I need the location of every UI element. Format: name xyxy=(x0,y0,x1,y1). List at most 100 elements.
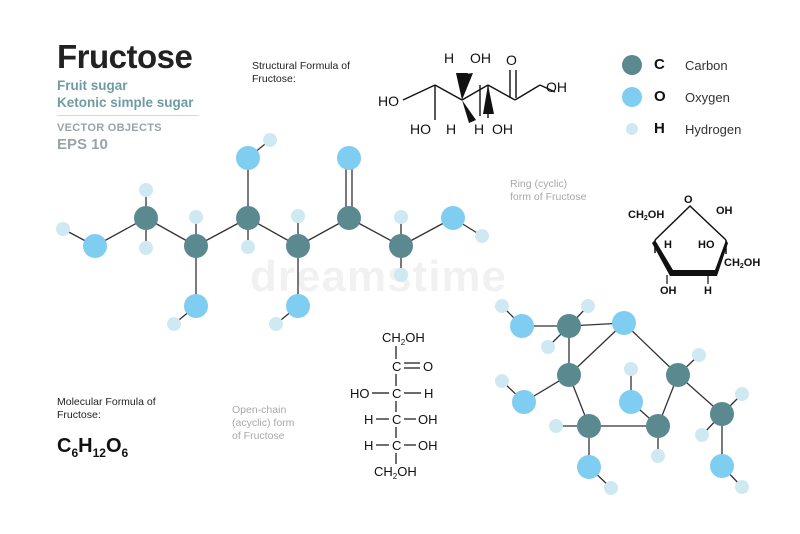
hydrogen-atom xyxy=(692,348,706,362)
carbon-atom xyxy=(286,234,310,258)
eps-label: EPS 10 xyxy=(57,136,108,153)
hydrogen-atom xyxy=(604,481,618,495)
carbon-name: Carbon xyxy=(685,58,728,73)
svg-text:C: C xyxy=(392,359,401,374)
ring-caption: Ring (cyclic) form of Fructose xyxy=(510,178,587,203)
svg-text:H: H xyxy=(704,285,712,297)
carbon-atom xyxy=(134,206,158,230)
oxygen-atom xyxy=(337,146,361,170)
open-chain-formula: CH2OH C O HO C H H C OH H C OH CH2OH xyxy=(350,330,438,481)
svg-text:OH: OH xyxy=(660,285,677,297)
vector-objects-label: VECTOR OBJECTS xyxy=(57,122,162,134)
svg-text:O: O xyxy=(423,359,433,374)
svg-text:CH2OH: CH2OH xyxy=(374,464,417,481)
svg-text:OH: OH xyxy=(492,121,513,137)
divider xyxy=(57,115,199,116)
svg-text:O: O xyxy=(506,52,517,68)
oxygen-atom xyxy=(510,314,534,338)
carbon-atom xyxy=(577,414,601,438)
hydrogen-atom xyxy=(735,480,749,494)
svg-text:CH2OH: CH2OH xyxy=(382,330,425,347)
oxygen-atom xyxy=(577,455,601,479)
subtitle-ketonic: Ketonic simple sugar xyxy=(57,95,194,110)
oxygen-symbol: O xyxy=(654,88,666,105)
oxygen-atom xyxy=(512,390,536,414)
hydrogen-atom xyxy=(139,183,153,197)
oxygen-atom xyxy=(236,146,260,170)
svg-text:HO: HO xyxy=(698,239,715,251)
carbon-atom xyxy=(710,402,734,426)
hydrogen-atom xyxy=(624,362,638,376)
svg-text:H: H xyxy=(424,386,433,401)
hydrogen-atom xyxy=(394,210,408,224)
hydrogen-atom xyxy=(56,222,70,236)
hydrogen-atom xyxy=(695,428,709,442)
oxygen-atom xyxy=(619,390,643,414)
hydrogen-atom xyxy=(189,210,203,224)
hydrogen-atom xyxy=(735,387,749,401)
carbon-atom xyxy=(389,234,413,258)
atoms xyxy=(495,299,749,495)
hydrogen-atom xyxy=(167,317,181,331)
hydrogen-name: Hydrogen xyxy=(685,122,742,137)
svg-text:OH: OH xyxy=(418,412,438,427)
svg-text:OH: OH xyxy=(546,79,567,95)
hydrogen-atom xyxy=(581,299,595,313)
open-chain-ball-stick-model xyxy=(56,133,489,331)
hydrogen-atom xyxy=(549,419,563,433)
carbon-atom xyxy=(557,314,581,338)
hydrogen-atom xyxy=(495,374,509,388)
ring-ball-stick-model xyxy=(495,299,749,495)
svg-text:H: H xyxy=(364,438,373,453)
carbon-symbol: C xyxy=(654,56,665,73)
oxygen-atom xyxy=(184,294,208,318)
watermark: dreamstime xyxy=(250,252,508,301)
ring-oxygen-atom xyxy=(612,311,636,335)
structural-caption: Structural Formula of Fructose: xyxy=(252,60,351,85)
svg-text:H: H xyxy=(364,412,373,427)
carbon-legend-ball xyxy=(622,55,642,75)
molecular-caption: Molecular Formula of Fructose: xyxy=(57,396,156,421)
svg-text:CH2OH: CH2OH xyxy=(628,209,664,222)
carbon-atom xyxy=(184,234,208,258)
oxygen-atom xyxy=(286,294,310,318)
svg-text:H: H xyxy=(474,121,484,137)
oxygen-atom xyxy=(710,454,734,478)
svg-text:HO: HO xyxy=(378,93,399,109)
molecular-formula: C6H12O6 xyxy=(57,435,129,460)
svg-text:OH: OH xyxy=(470,50,491,66)
ring-formula: O CH2OH OH H HO CH2OH OH H xyxy=(628,194,760,297)
oxygen-legend-ball xyxy=(622,87,642,107)
open-chain-caption: Open-chain (acyclic) form of Fructose xyxy=(232,404,295,442)
svg-text:OH: OH xyxy=(418,438,438,453)
page-title: Fructose xyxy=(57,38,193,75)
hydrogen-atom xyxy=(263,133,277,147)
hydrogen-atom xyxy=(269,317,283,331)
oxygen-atom xyxy=(83,234,107,258)
carbon-atom xyxy=(337,206,361,230)
atoms xyxy=(56,133,489,331)
carbon-atom xyxy=(236,206,260,230)
hydrogen-atom xyxy=(139,241,153,255)
oxygen-atom xyxy=(441,206,465,230)
svg-text:H: H xyxy=(664,239,672,251)
hydrogen-atom xyxy=(495,299,509,313)
oxygen-name: Oxygen xyxy=(685,90,730,105)
hydrogen-atom xyxy=(291,209,305,223)
carbon-atom xyxy=(646,414,670,438)
svg-text:CH2OH: CH2OH xyxy=(724,257,760,270)
svg-text:HO: HO xyxy=(410,121,431,137)
svg-text:O: O xyxy=(684,194,693,206)
svg-text:C: C xyxy=(392,386,401,401)
structural-formula: HO HO H H OH H OH O OH xyxy=(378,50,567,137)
hydrogen-atom xyxy=(241,240,255,254)
svg-text:C: C xyxy=(392,438,401,453)
svg-text:H: H xyxy=(444,50,454,66)
svg-text:OH: OH xyxy=(716,205,733,217)
hydrogen-legend-ball xyxy=(626,123,638,135)
subtitle-fruit-sugar: Fruit sugar xyxy=(57,78,128,93)
svg-text:C: C xyxy=(392,412,401,427)
hydrogen-atom xyxy=(541,340,555,354)
hydrogen-atom xyxy=(475,229,489,243)
svg-text:H: H xyxy=(446,121,456,137)
